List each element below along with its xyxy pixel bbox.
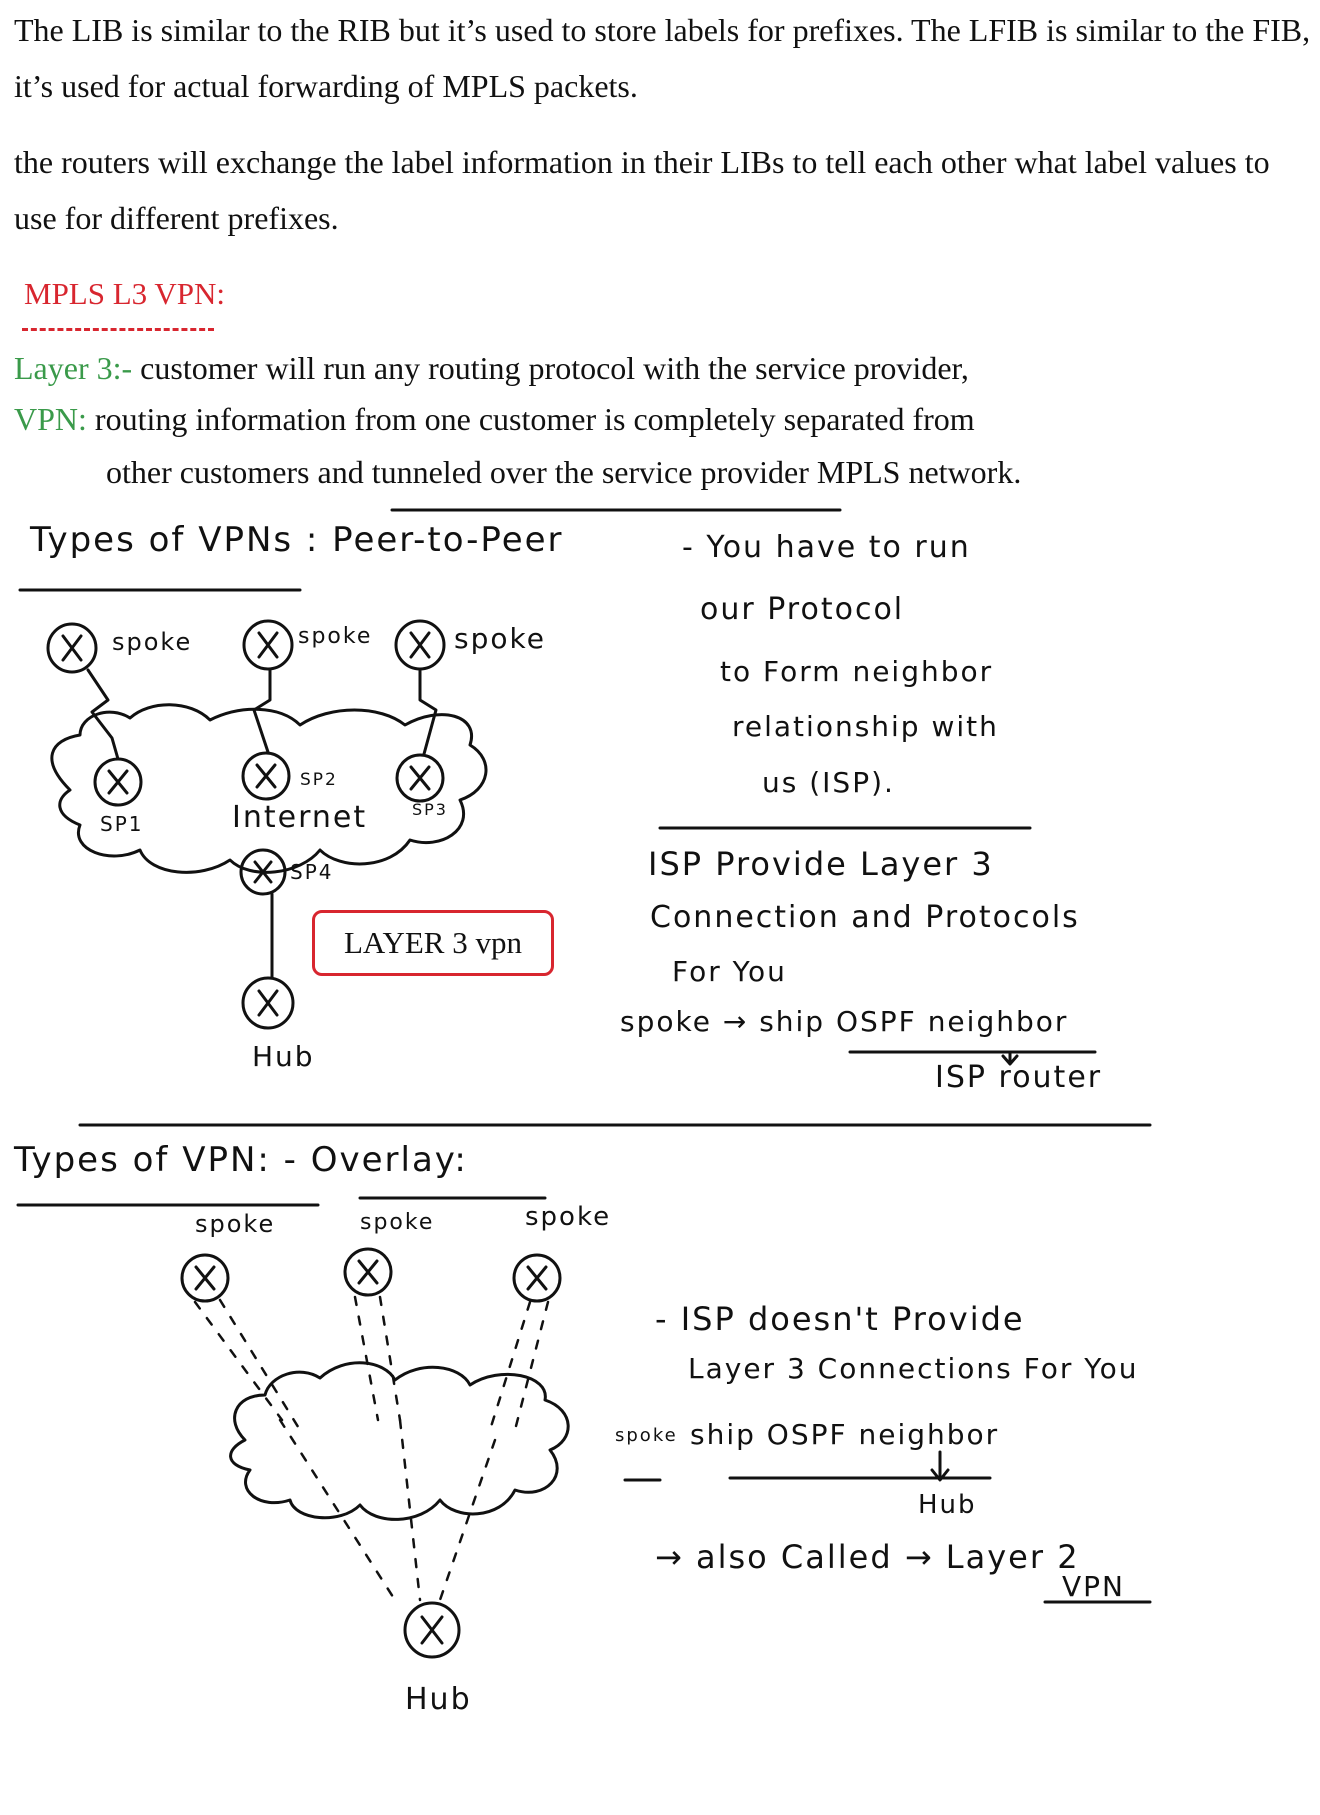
overlay-note-line: Layer 3 Connections For You xyxy=(688,1352,1139,1385)
layer3-vpn-box: LAYER 3 vpn xyxy=(312,910,554,976)
peer-note-line: relationship with xyxy=(732,710,999,743)
spoke-label: spoke xyxy=(298,624,373,649)
peer-note-line: Connection and Protocols xyxy=(650,900,1080,935)
peer-note-line: ISP Provide Layer 3 xyxy=(648,845,994,883)
definitions: Layer 3:- customer will run any routing … xyxy=(14,343,1314,445)
peer-note-line: us (ISP). xyxy=(762,766,895,799)
sp2-label: SP2 xyxy=(300,770,338,790)
peer-note-line: spoke → ship OSPF neighbor xyxy=(620,1005,1069,1038)
sp4-label: SP4 xyxy=(290,860,334,884)
sp1-label: SP1 xyxy=(100,812,144,836)
layer3-definition: Layer 3:- customer will run any routing … xyxy=(14,343,1314,394)
overlay-tunnels xyxy=(193,1295,550,1602)
router-x-icon xyxy=(403,1601,461,1659)
peer-note-line: to Form neighbor xyxy=(720,655,994,688)
spoke-label: spoke xyxy=(360,1210,435,1235)
heading-underline xyxy=(22,328,214,331)
peer-note-line: our Protocol xyxy=(700,592,905,627)
peer-title: Types of VPNs : Peer-to-Peer xyxy=(30,520,564,560)
peer-note-line: For You xyxy=(672,955,787,988)
arrow-down xyxy=(930,1450,950,1482)
cloud-icon xyxy=(50,703,488,874)
router-x-icon xyxy=(343,1247,393,1297)
link-zigzag xyxy=(418,667,438,756)
router-x-icon xyxy=(93,757,143,807)
router-x-icon xyxy=(242,619,294,671)
internet-label: Internet xyxy=(232,800,368,835)
spoke-label: spoke xyxy=(112,628,193,656)
vpn-term: VPN: xyxy=(14,401,87,438)
overlay-note-spoke: spoke xyxy=(615,1425,678,1446)
layer3-text: customer will run any routing protocol w… xyxy=(132,350,969,386)
paragraph-lib-lfib: The LIB is similar to the RIB but it’s u… xyxy=(14,12,1311,104)
overlay-note-line: → also Called → Layer 2 xyxy=(655,1538,1080,1576)
peer-note-line: ISP router xyxy=(935,1060,1103,1095)
overlay-note-line: - ISP doesn't Provide xyxy=(655,1300,1025,1338)
router-x-icon xyxy=(180,1253,230,1303)
overlay-note-line: ship OSPF neighbor xyxy=(690,1418,1000,1451)
link-zigzag xyxy=(86,668,120,761)
section-heading: MPLS L3 VPN: xyxy=(24,276,225,311)
spoke-label: spoke xyxy=(195,1210,276,1238)
paragraph-label-exchange: the routers will exchange the label info… xyxy=(14,144,1270,236)
overlay-title: Types of VPN: - Overlay: xyxy=(14,1140,468,1180)
router-x-icon xyxy=(241,751,291,801)
router-x-icon xyxy=(512,1253,562,1303)
vpn-definition: VPN: routing information from one custom… xyxy=(14,394,1314,445)
router-x-icon xyxy=(46,622,98,674)
layer3-term: Layer 3:- xyxy=(14,350,133,386)
overlay-note-line: Hub xyxy=(918,1490,977,1520)
vpn-text: routing information from one customer is… xyxy=(86,401,975,438)
router-x-icon xyxy=(239,848,287,896)
arrow-down xyxy=(1001,1051,1019,1066)
hub-label: Hub xyxy=(405,1682,472,1717)
link-zigzag xyxy=(252,667,272,754)
router-x-icon xyxy=(395,753,445,803)
spoke-label: spoke xyxy=(525,1202,612,1232)
hub-label: Hub xyxy=(252,1040,315,1073)
vpn-text-continued: other customers and tunneled over the se… xyxy=(106,454,1022,490)
cloud-icon xyxy=(229,1361,570,1521)
router-x-icon xyxy=(241,976,295,1030)
sp3-label: SP3 xyxy=(412,800,448,819)
overlay-note-line: VPN xyxy=(1062,1570,1125,1603)
peer-note-line: - You have to run xyxy=(682,530,971,565)
router-x-icon xyxy=(394,619,446,671)
spoke-label: spoke xyxy=(454,622,546,655)
